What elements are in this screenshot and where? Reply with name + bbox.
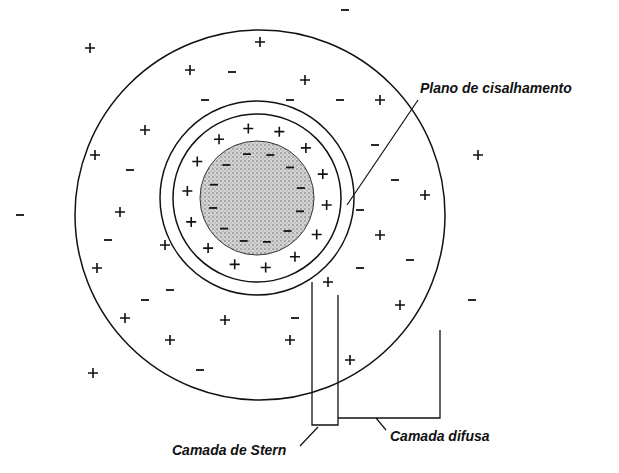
positive-charge [301, 143, 311, 153]
positive-charge [375, 230, 385, 240]
particle-core [200, 141, 314, 255]
negative-charge [296, 210, 304, 212]
positive-charge [220, 315, 230, 325]
negative-charge [391, 179, 399, 181]
positive-charge [255, 37, 265, 47]
leader-line [347, 100, 418, 205]
positive-charge [285, 335, 295, 345]
positive-charge [140, 125, 150, 135]
negative-charge [196, 369, 204, 371]
leader-line [376, 418, 386, 430]
diffuse-bracket [338, 330, 440, 418]
negative-charge [209, 207, 217, 209]
negative-charge [341, 9, 349, 11]
negative-charge [222, 164, 230, 166]
negative-charge [263, 241, 271, 243]
positive-charge [185, 65, 195, 75]
negative-charge [286, 167, 294, 169]
positive-charge [120, 313, 130, 323]
leader-line [300, 427, 318, 446]
negative-charge [141, 299, 149, 301]
negative-charge [356, 267, 364, 269]
positive-charge [85, 43, 95, 53]
negative-charge [406, 259, 414, 261]
particle-texture [200, 141, 314, 255]
positive-charge [115, 207, 125, 217]
positive-charge [192, 156, 202, 166]
positive-charge [165, 335, 175, 345]
positive-charge [473, 150, 483, 160]
positive-charge [395, 300, 405, 310]
positive-charge [290, 252, 300, 262]
negative-charge [243, 153, 251, 155]
negative-charge [468, 299, 476, 301]
positive-charge [182, 186, 192, 196]
negative-charge [220, 228, 228, 230]
negative-charge [201, 99, 209, 101]
positive-charge [230, 259, 240, 269]
positive-charge [186, 217, 196, 227]
positive-charge [420, 190, 430, 200]
positive-charge [375, 95, 385, 105]
negative-charge [286, 99, 294, 101]
stern-layer-circle [173, 114, 341, 282]
callout-label: Plano de cisalhamento [420, 80, 572, 97]
positive-charge [322, 200, 332, 210]
negative-charge [297, 187, 305, 189]
negative-charge [210, 184, 218, 186]
diffuse-layer-boundary [75, 30, 445, 400]
positive-charge [90, 150, 100, 160]
negative-charge [228, 71, 236, 73]
positive-charge [274, 127, 284, 137]
negative-charge [16, 214, 24, 216]
positive-charge [88, 368, 98, 378]
positive-charge [300, 75, 310, 85]
positive-charge [318, 169, 328, 179]
negative-charge [371, 144, 379, 146]
negative-charge [166, 289, 174, 291]
callout-label: Camada difusa [390, 428, 490, 445]
positive-charge [203, 243, 213, 253]
negative-charge [126, 169, 134, 171]
positive-charge [345, 355, 355, 365]
positive-charge [160, 240, 170, 250]
negative-charge [266, 154, 274, 156]
positive-charge [214, 134, 224, 144]
negative-charge [336, 99, 344, 101]
negative-charge [284, 230, 292, 232]
stern-bracket [312, 282, 338, 425]
negative-charge [356, 209, 364, 211]
positive-charge [323, 277, 333, 287]
negative-charge [291, 317, 299, 319]
shear-plane-circle [160, 101, 354, 295]
positive-charge [243, 124, 253, 134]
positive-charge [92, 263, 102, 273]
charge-symbols [16, 10, 483, 378]
positive-charge [261, 262, 271, 272]
callout-label: Camada de Stern [172, 442, 286, 459]
positive-charge [312, 230, 322, 240]
negative-charge [104, 239, 112, 241]
negative-charge [240, 240, 248, 242]
